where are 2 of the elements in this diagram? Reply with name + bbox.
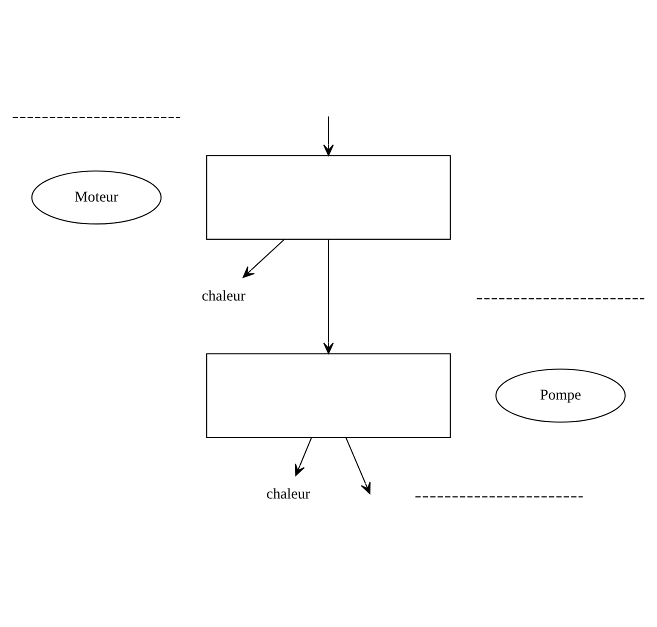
node-text: chaleur bbox=[202, 288, 246, 304]
node-text: chaleur bbox=[266, 486, 310, 503]
